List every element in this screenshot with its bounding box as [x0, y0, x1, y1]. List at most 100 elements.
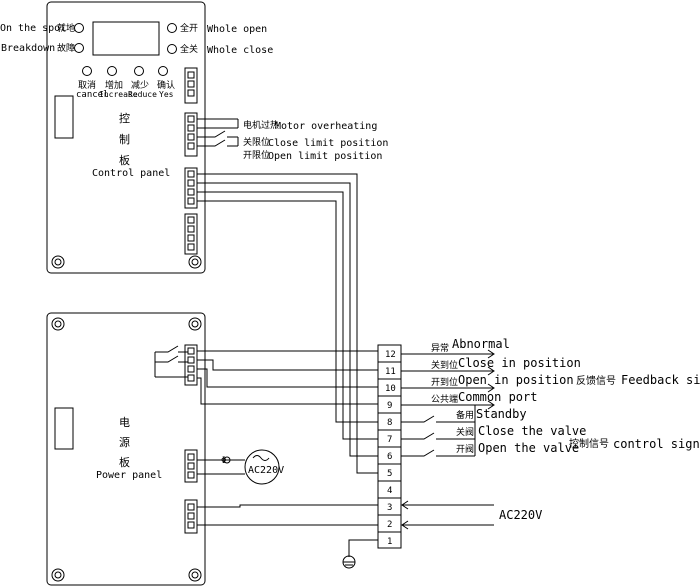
increase-label-cn: 增加: [105, 79, 123, 91]
close-valve-en: Close the valve: [478, 424, 586, 438]
common-port-cn: 公共端: [431, 393, 458, 405]
breakdown-led-icon: [74, 43, 84, 53]
on-spot-en: On the spot: [0, 23, 66, 34]
power-panel-cn-3: 板: [119, 455, 130, 469]
terminal-5: 5: [387, 469, 392, 479]
yes-label-cn: 确认: [157, 79, 175, 91]
control-panel-cn-2: 制: [119, 133, 130, 146]
motor-overheating-cn: 电机过热: [243, 119, 279, 131]
standby-cn: 备用: [456, 409, 474, 421]
ground-icon: [342, 539, 378, 569]
power-panel-board: 电 源 板 Power panel: [46, 312, 206, 586]
whole-close-en: Whole close: [207, 45, 273, 56]
control-panel-cn-1: 控: [119, 111, 130, 125]
reduce-button[interactable]: [134, 66, 144, 76]
mount-hole-icon: [51, 255, 65, 269]
on-spot-cn: 就地: [57, 22, 75, 34]
board-slot: [54, 407, 74, 450]
limit-switch-wiring: 电机过热 Motor overheating 关限位 Close limit p…: [197, 118, 388, 162]
increase-button[interactable]: [107, 66, 117, 76]
control-panel-en: Control panel: [92, 168, 170, 179]
whole-close-cn: 全关: [180, 43, 198, 55]
terminal-10: 10: [385, 384, 396, 394]
reduce-label-cn: 减少: [131, 79, 149, 91]
control-panel-board: 就地 On the spot 故障 Breakdown 全开 Whole ope…: [0, 1, 273, 274]
connector-bottom: [184, 213, 198, 255]
ac-source: Φ AC220V: [197, 449, 284, 485]
standby-en: Standby: [476, 407, 527, 421]
terminal-9: 9: [387, 401, 392, 411]
on-spot-led-icon: [74, 23, 84, 33]
open-valve-en: Open the valve: [478, 441, 579, 455]
close-in-position-en: Close in position: [458, 356, 581, 370]
mount-hole-icon: [188, 568, 202, 582]
close-limit-en: Close limit position: [268, 138, 388, 149]
connector-signal: [184, 167, 198, 209]
power-panel-cn-2: 源: [119, 435, 130, 449]
terminal-4: 4: [387, 486, 392, 496]
increase-label-en: Increase: [99, 90, 138, 99]
whole-open-led-icon: [167, 23, 177, 33]
terminal-11: 11: [385, 367, 396, 377]
terminal-7: 7: [387, 435, 392, 445]
whole-open-en: Whole open: [207, 24, 267, 35]
breakdown-en: Breakdown: [1, 43, 55, 54]
close-limit-cn: 关限位: [243, 136, 270, 148]
power-mains-connector: [184, 499, 198, 534]
mains-label: AC220V: [499, 508, 542, 522]
whole-close-led-icon: [167, 44, 177, 54]
whole-open-cn: 全开: [180, 22, 198, 34]
feedback-signal-wires: [197, 350, 378, 405]
control-signal-wires: [197, 173, 378, 474]
power-relay-connector: [184, 344, 198, 386]
connector-limit-switch: [184, 112, 198, 157]
terminal-1: 1: [387, 537, 392, 547]
board-slot: [54, 95, 74, 139]
abnormal-en: Abnormal: [452, 337, 510, 351]
terminal-8: 8: [387, 418, 392, 428]
mount-hole-icon: [51, 317, 65, 331]
connector-top: [184, 67, 198, 104]
lcd-display: [92, 21, 160, 56]
breakdown-cn: 故障: [57, 42, 75, 54]
feedback-signal-cn: 反馈信号: [576, 374, 616, 387]
terminal-outputs: 异常 Abnormal 关到位 Close in position 开到位 Op…: [401, 337, 586, 530]
terminal-2: 2: [387, 520, 392, 530]
control-panel-cn-3: 板: [119, 153, 130, 167]
power-panel-cn-1: 电: [119, 416, 130, 429]
cancel-button[interactable]: [82, 66, 92, 76]
yes-button[interactable]: [158, 66, 168, 76]
mount-hole-icon: [188, 317, 202, 331]
close-valve-cn: 关阀: [456, 426, 474, 438]
ac-source-icon: [244, 449, 280, 485]
common-port-en: Common port: [458, 390, 537, 404]
fuse-symbol: Φ: [221, 456, 226, 466]
feedback-signal-en: Feedback signal: [621, 373, 700, 387]
mount-hole-icon: [51, 568, 65, 582]
terminal-12: 12: [385, 350, 396, 360]
control-signal-en: control signal: [613, 437, 700, 451]
terminal-6: 6: [387, 452, 392, 462]
open-valve-cn: 开阀: [456, 444, 474, 455]
yes-label-en: Yes: [159, 90, 174, 99]
reduce-label-en: Reduce: [128, 90, 157, 99]
mains-wires: [197, 504, 378, 526]
abnormal-cn: 异常: [431, 342, 449, 354]
close-in-position-cn: 关到位: [431, 359, 458, 371]
ac-source-label: AC220V: [248, 465, 284, 476]
terminal-3: 3: [387, 503, 392, 513]
terminal-block: 12 11 10 9 8 7 6 5 4 3 2 1: [377, 344, 402, 549]
motor-overheating-en: Motor overheating: [275, 121, 377, 132]
cancel-label-en: cancel: [76, 90, 109, 100]
relay-contacts: [154, 345, 188, 378]
open-in-position-en: Open in position: [458, 373, 574, 387]
mount-hole-icon: [188, 255, 202, 269]
open-limit-en: Open limit position: [268, 151, 382, 162]
power-panel-en: Power panel: [96, 470, 162, 481]
control-signal-cn: 控制信号: [569, 437, 609, 450]
open-limit-cn: 开限位: [243, 149, 270, 161]
power-ac-connector: [184, 449, 198, 483]
cancel-label-cn: 取消: [78, 79, 96, 91]
open-in-position-cn: 开到位: [431, 376, 458, 388]
